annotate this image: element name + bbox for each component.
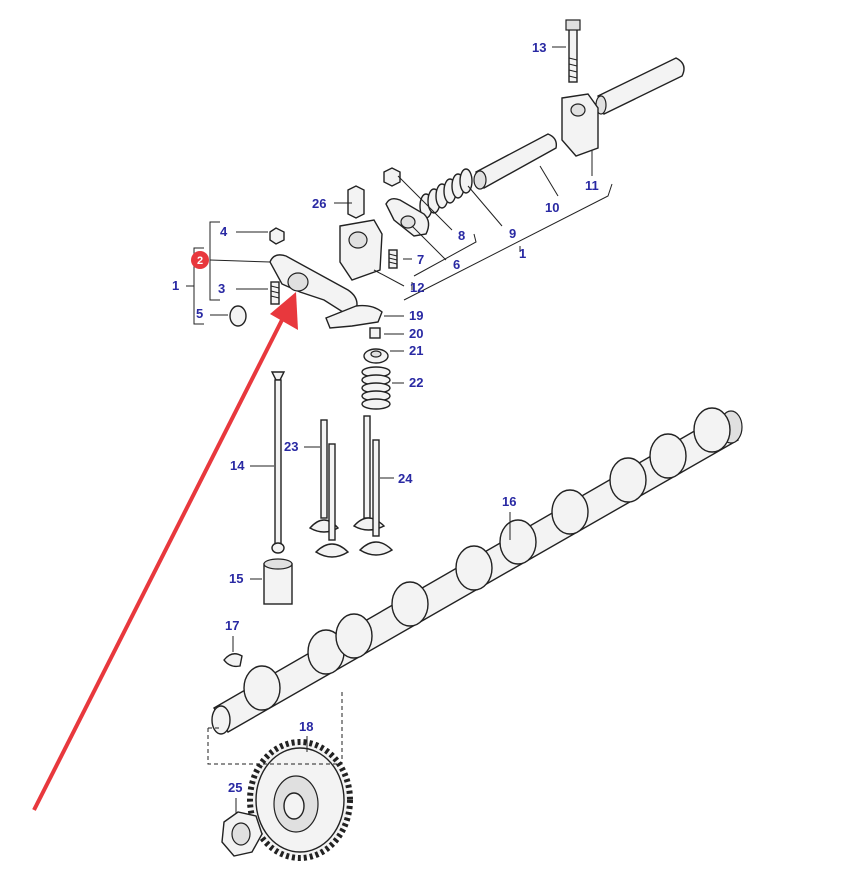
highlight-marker-2: 2: [191, 251, 209, 269]
label-12: 12: [410, 280, 424, 295]
label-8: 8: [458, 228, 465, 243]
label-26: 26: [312, 196, 326, 211]
label-11: 11: [585, 178, 599, 193]
label-20: 20: [409, 326, 423, 341]
label-16: 16: [502, 494, 516, 509]
rocker-shaft-assembly: [339, 19, 685, 281]
tappet: [263, 558, 293, 605]
label-5: 5: [196, 306, 203, 321]
valve-24: [352, 415, 394, 556]
label-9: 9: [509, 226, 516, 241]
camshaft: [211, 407, 743, 735]
label-2: 2: [197, 255, 203, 267]
part-labels: 13 11 10 9 8 1 6 7 26 12 4 3 5 1 19 20 2…: [172, 40, 599, 795]
valve-train: [263, 304, 394, 605]
woodruff-key: [223, 653, 243, 668]
gear-nut: [221, 811, 263, 857]
camshaft-gear: [247, 739, 353, 861]
label-13: 13: [532, 40, 546, 55]
label-4: 4: [220, 224, 228, 239]
label-24: 24: [398, 471, 413, 486]
label-18: 18: [299, 719, 313, 734]
label-1-left: 1: [172, 278, 179, 293]
label-22: 22: [409, 375, 423, 390]
valve-keeper: [369, 327, 381, 339]
rocker-arm: [229, 227, 358, 327]
label-21: 21: [409, 343, 423, 358]
label-7: 7: [417, 252, 424, 267]
shaft-spring: [419, 168, 473, 219]
push-rod: [270, 371, 286, 554]
adjuster-nut-8: [383, 167, 401, 187]
label-15: 15: [229, 571, 243, 586]
valve-bridge: [325, 304, 383, 329]
label-1-right: 1: [519, 246, 526, 261]
bracket-nut-26: [347, 185, 365, 219]
label-25: 25: [228, 780, 242, 795]
label-6: 6: [453, 257, 460, 272]
label-17: 17: [225, 618, 239, 633]
valve-23: [308, 419, 350, 558]
shaft-tube: [475, 133, 558, 189]
label-14: 14: [230, 458, 245, 473]
pointer-arrow: [32, 292, 298, 811]
label-23: 23: [284, 439, 298, 454]
adjuster-nut-4: [269, 227, 285, 245]
valve-spring: [361, 366, 391, 410]
leader-lines: [186, 46, 613, 814]
rocker-shaft: [597, 57, 685, 115]
label-19: 19: [409, 308, 423, 323]
shaft-bracket: [561, 93, 599, 157]
label-10: 10: [545, 200, 559, 215]
camshaft-lobes: [243, 407, 731, 711]
valve-cap-5: [229, 305, 247, 327]
label-3: 3: [218, 281, 225, 296]
bracket-bolt: [568, 27, 578, 83]
